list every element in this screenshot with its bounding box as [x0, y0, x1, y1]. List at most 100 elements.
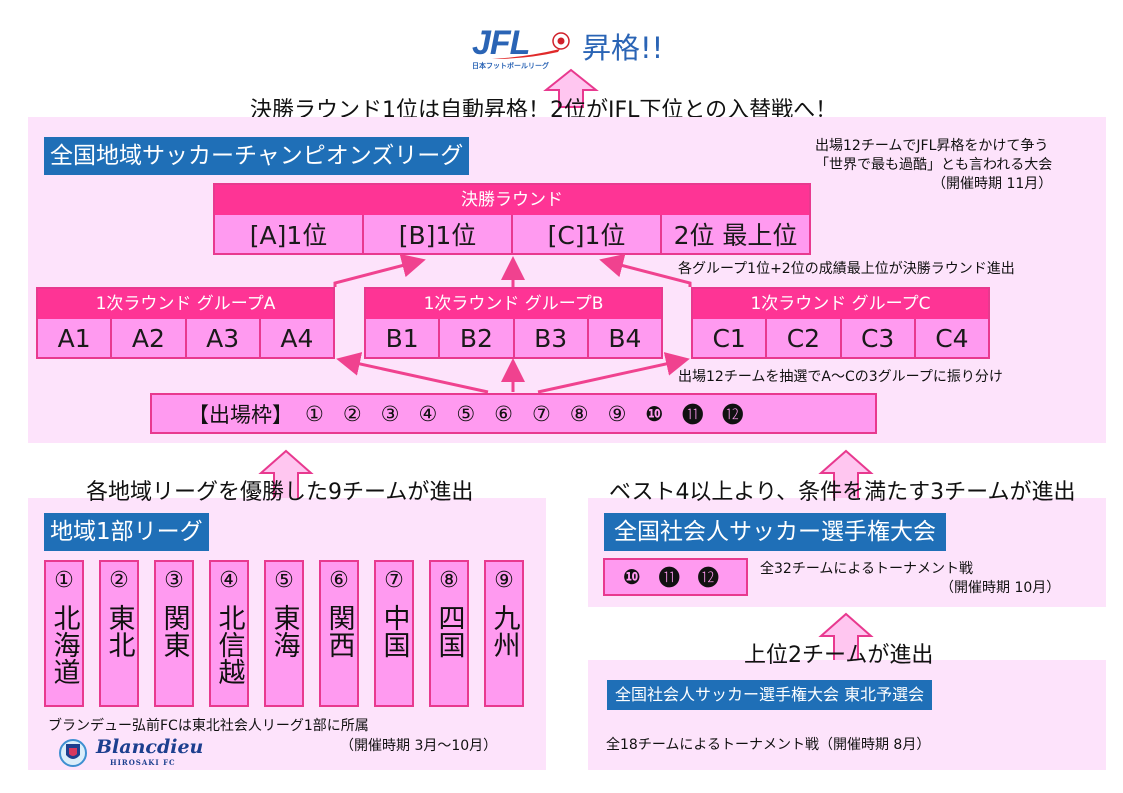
region-hokkaido: ① 北海道	[44, 560, 84, 707]
championship-title: 全国地域サッカーチャンピオンズリーグ	[44, 137, 470, 175]
slot: ⓫	[682, 402, 704, 427]
final-cell: [C]1位	[511, 215, 660, 253]
slot: ❿	[645, 401, 664, 426]
slot: ❿	[623, 565, 641, 589]
group-a-table: 1次ラウンド グループA A1 A2 A3 A4	[36, 287, 335, 359]
final-round-table: 決勝ラウンド [A]1位 [B]1位 [C]1位 2位 最上位	[213, 183, 811, 255]
slot: ⑨	[607, 401, 627, 426]
region-name: 関東	[158, 604, 190, 658]
club-crest-icon	[59, 739, 87, 767]
tohoku-caption: 上位2チームが進出	[744, 643, 934, 668]
blancdieu-logo: Blancdieu HIROSAKI FC	[58, 737, 203, 769]
region-number: ⑧	[439, 568, 459, 593]
final-round-title: 決勝ラウンド	[215, 185, 809, 215]
region-name: 北海道	[48, 604, 80, 685]
shakaijin-period: （開催時期 10月）	[940, 580, 1061, 596]
advance-note: 各グループ1位+2位の成績最上位が決勝ラウンド進出	[678, 261, 1015, 277]
flow-arrows	[333, 253, 692, 394]
jfl-logo: JFL 日本フットボールリーグ	[472, 26, 582, 74]
shakaijin-slots: ❿ ⓫ ⓬	[603, 558, 748, 596]
region-number: ④	[219, 568, 239, 593]
region-name: 関西	[323, 604, 355, 658]
region-shikoku: ⑧ 四国	[429, 560, 469, 707]
note-line: 「世界で最も過酷」とも言われる大会	[815, 157, 1053, 173]
final-round-caption: 決勝ラウンド1位は自動昇格！2位がJFL下位との入替戦へ！	[250, 98, 838, 123]
slot: ⓫	[658, 566, 680, 590]
slots-label: 【出場枠】	[188, 402, 293, 427]
club-subname: HIROSAKI FC	[110, 758, 176, 767]
swoosh-icon	[492, 49, 560, 59]
region-number: ①	[54, 568, 74, 593]
region-number: ⑥	[329, 568, 349, 593]
jfl-logo-subtitle: 日本フットボールリーグ	[472, 62, 549, 70]
slot: ②	[342, 401, 362, 426]
promotion-label: 昇格!!	[582, 31, 664, 65]
regional-caption: 各地域リーグを優勝した9チームが進出	[86, 480, 474, 505]
region-tokai: ⑤ 東海	[264, 560, 304, 707]
region-kansai: ⑥ 関西	[319, 560, 359, 707]
jfl-logo-text: JFL	[472, 24, 530, 62]
entry-slots-bar: 【出場枠】 ① ② ③ ④ ⑤ ⑥ ⑦ ⑧ ⑨ ❿ ⓫ ⓬	[150, 393, 877, 434]
regional-note: ブランデュー弘前FCは東北社会人リーグ1部に所属	[48, 718, 369, 734]
slot: ⑥	[494, 401, 513, 426]
tohoku-title: 全国社会人サッカー選手権大会 東北予選会	[607, 680, 933, 710]
region-number: ②	[109, 568, 129, 593]
final-cell: [A]1位	[249, 221, 328, 250]
soccer-ball-icon	[552, 32, 570, 50]
group-cell: B3	[512, 319, 587, 357]
region-tohoku: ② 東北	[99, 560, 139, 707]
region-number: ⑦	[384, 568, 404, 593]
region-hokushinetsu: ④ 北信越	[209, 560, 249, 707]
tohoku-note: 全18チームによるトーナメント戦（開催時期 8月）	[606, 737, 931, 753]
region-name: 四国	[433, 604, 465, 658]
group-cell: C1	[712, 323, 746, 353]
group-cell: B1	[385, 323, 419, 353]
group-c-table: 1次ラウンド グループC C1 C2 C3 C4	[691, 287, 990, 359]
slot: ③	[380, 401, 400, 426]
region-name: 東北	[103, 604, 135, 658]
slot: ⓬	[697, 566, 719, 590]
shakaijin-title: 全国社会人サッカー選手権大会	[604, 513, 946, 551]
final-cell: [B]1位	[362, 215, 511, 253]
shakaijin-caption: ベスト4以上より、条件を満たす3チームが進出	[609, 480, 1076, 505]
up-arrow-icon	[543, 68, 599, 108]
note-line: 出場12チームでJFL昇格をかけて争う	[815, 138, 1049, 154]
tohoku-qualifier-panel	[588, 660, 1106, 770]
region-number: ⑨	[494, 568, 514, 593]
region-kanto: ③ 関東	[154, 560, 194, 707]
group-title: 1次ラウンド グループA	[38, 289, 333, 319]
group-cell: C3	[839, 319, 914, 357]
group-title: 1次ラウンド グループB	[366, 289, 661, 319]
club-name: Blancdieu	[96, 736, 204, 758]
slot: ⑦	[531, 401, 551, 426]
regional-period: （開催時期 3月～10月）	[340, 738, 498, 754]
group-cell: A2	[110, 319, 184, 357]
group-cell: A3	[184, 319, 259, 357]
group-title: 1次ラウンド グループC	[693, 289, 988, 319]
group-cell: B2	[438, 319, 512, 357]
region-chugoku: ⑦ 中国	[374, 560, 414, 707]
championship-note: 出場12チームでJFL昇格をかけて争う 「世界で最も過酷」とも言われる大会 （開…	[815, 137, 1052, 194]
group-cell: B4	[586, 319, 661, 357]
group-b-table: 1次ラウンド グループB B1 B2 B3 B4	[364, 287, 663, 359]
shakaijin-note: 全32チームによるトーナメント戦	[760, 561, 973, 577]
region-kyushu: ⑨ 九州	[484, 560, 524, 707]
regional-title: 地域1部リーグ	[44, 513, 209, 551]
draw-note: 出場12チームを抽選でA～Cの3グループに振り分け	[678, 369, 1003, 385]
region-number: ③	[164, 568, 184, 593]
slot: ④	[418, 401, 438, 426]
region-name: 東海	[268, 604, 300, 658]
note-period: （開催時期 11月）	[932, 176, 1053, 192]
slot: ①	[305, 401, 324, 426]
group-cell: A1	[57, 323, 91, 353]
group-cell: C4	[913, 319, 988, 357]
region-name: 中国	[378, 604, 410, 658]
region-name: 北信越	[213, 604, 245, 685]
slot: ⑧	[569, 401, 589, 426]
slot: ⓬	[722, 402, 744, 427]
final-cell: 2位 最上位	[660, 215, 809, 253]
group-cell: C2	[765, 319, 839, 357]
group-cell: A4	[258, 319, 333, 357]
region-number: ⑤	[274, 568, 294, 593]
slot: ⑤	[456, 401, 476, 426]
